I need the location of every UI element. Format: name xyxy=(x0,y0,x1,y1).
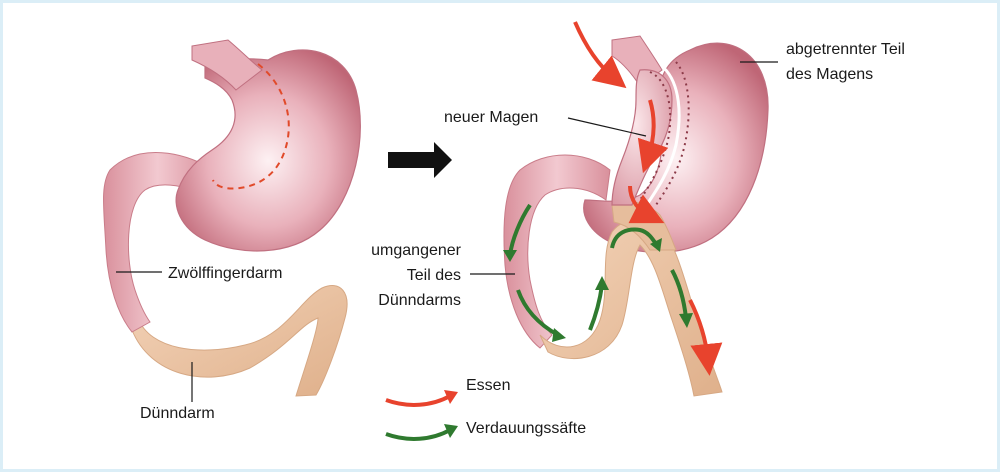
label-new-stomach: neuer Magen xyxy=(444,109,538,126)
label-small-intestine: Dünndarm xyxy=(140,405,215,422)
legend-juice-arrow xyxy=(386,430,450,439)
normal-anatomy xyxy=(104,40,361,396)
transition-arrow xyxy=(388,142,452,178)
juice-arrow-head xyxy=(552,328,566,342)
label-bypassed-1: umgangener xyxy=(371,242,462,259)
legend-food-arrow xyxy=(386,396,450,405)
label-duodenum: Zwölffingerdarm xyxy=(168,265,282,282)
small-intestine-left xyxy=(132,286,347,396)
food-arrow xyxy=(575,22,614,78)
legend: Essen Verdauungssäfte xyxy=(386,377,586,439)
bypass-anatomy xyxy=(504,36,768,396)
label-bypassed-3: Dünndarms xyxy=(378,292,461,309)
label-bypassed-2: Teil des xyxy=(407,267,461,284)
legend-food-label: Essen xyxy=(466,377,510,394)
stomach-left xyxy=(176,50,360,251)
label-separated-1: abgetrennter Teil xyxy=(786,41,905,58)
label-separated-2: des Magens xyxy=(786,66,873,83)
legend-juice-label: Verdauungssäfte xyxy=(466,420,586,437)
